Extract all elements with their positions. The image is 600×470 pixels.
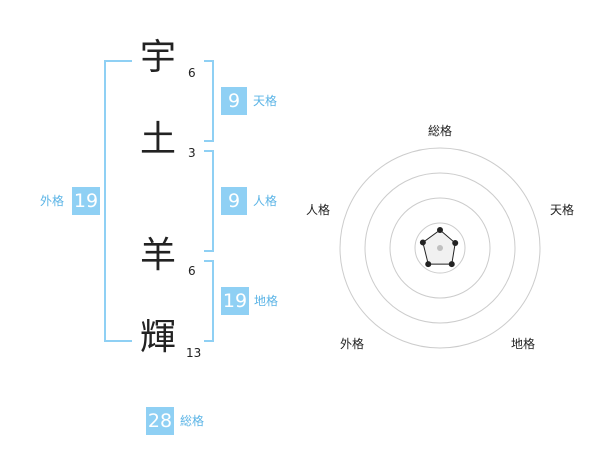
- tenkaku-bracket: [204, 60, 214, 142]
- gaikaku-bracket: [104, 60, 132, 342]
- chikaku-bracket: [204, 260, 214, 342]
- tenkaku-value: 9: [221, 87, 247, 115]
- radar-label-bottom-left: 外格: [340, 337, 365, 351]
- stroke-count-3: 6: [188, 264, 196, 278]
- name-char-4: 輝: [140, 317, 177, 358]
- radar-ring-2: [364, 172, 516, 324]
- chikaku-label: 地格: [254, 294, 279, 308]
- radar-label-left: 人格: [306, 203, 331, 217]
- radar-label-top: 総格: [428, 124, 453, 138]
- radar-point-2: [452, 240, 459, 247]
- tenkaku-label: 天格: [253, 94, 278, 108]
- stroke-count-4: 13: [186, 346, 202, 360]
- radar-point-1: [437, 227, 443, 233]
- radar-point-5: [419, 239, 426, 246]
- radar-center-dot: [437, 245, 443, 251]
- radar-ring-1: [339, 147, 541, 349]
- chikaku-value: 19: [221, 287, 249, 315]
- radar-ring-4: [414, 222, 466, 274]
- radar-label-right: 天格: [550, 203, 575, 217]
- name-char-3: 羊: [140, 235, 177, 276]
- radar-ring-3: [389, 197, 491, 299]
- radar-point-4: [425, 261, 432, 268]
- soukaku-value: 28: [146, 407, 174, 435]
- gaikaku-label: 外格: [40, 194, 65, 208]
- name-char-2: 土: [140, 119, 177, 160]
- jinkaku-bracket: [204, 150, 214, 252]
- gaikaku-value: 19: [72, 187, 100, 215]
- name-char-1: 宇: [140, 37, 177, 78]
- jinkaku-label: 人格: [253, 194, 278, 208]
- stroke-count-2: 3: [188, 146, 196, 160]
- soukaku-label: 総格: [180, 414, 205, 428]
- radar-point-3: [448, 261, 455, 268]
- jinkaku-value: 9: [221, 187, 247, 215]
- stroke-count-1: 6: [188, 66, 196, 80]
- radar-label-bottom-right: 地格: [511, 337, 536, 351]
